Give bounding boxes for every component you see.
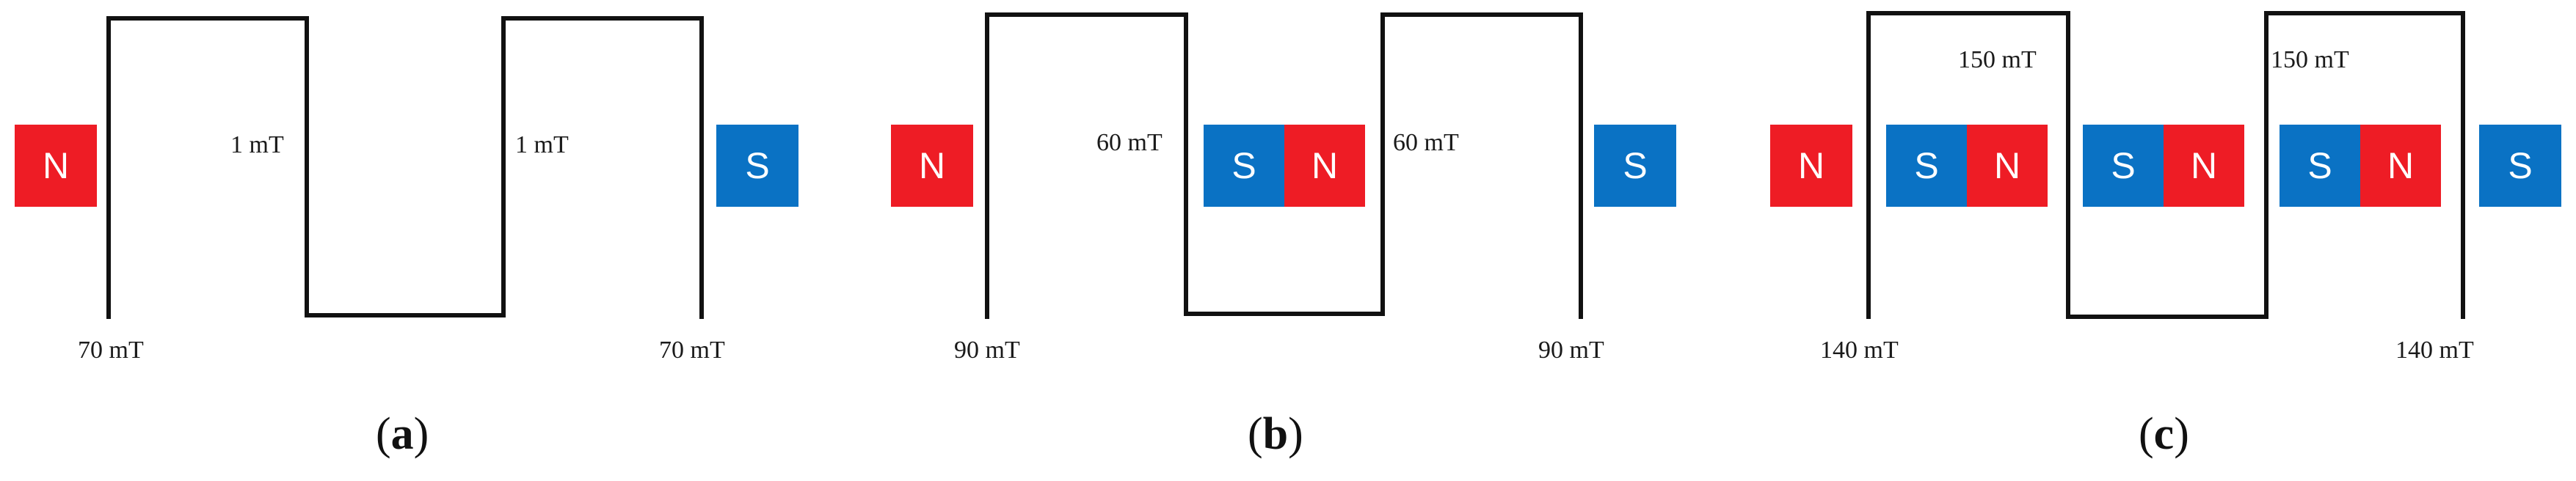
panel-b-magnet-pair-center: S N [1204, 125, 1365, 207]
panel-c-magnet-south-right-label: S [2508, 145, 2532, 186]
panel-c-magnet-south-right-block [2479, 125, 2561, 207]
panel-b-magnet-pair-south-label: S [1231, 145, 1256, 186]
panel-c: 140 mT 140 mT 150 mT 150 mT N S N S N S … [1770, 11, 2561, 459]
panel-a-caption-letter: a [391, 409, 414, 459]
panel-c-end-field-left: 140 mT [1820, 337, 1899, 364]
panel-c-magnet-pair-1-north-block [1967, 125, 2048, 207]
panel-c-magnet-pair-1-south-label: S [1914, 145, 1938, 186]
panel-c-magnet-pair-2-north-block [2164, 125, 2244, 207]
panel-b-wire-path [985, 12, 1583, 319]
panel-a-wire-path [106, 16, 704, 319]
panel-c-magnet-pair-2: S N [2083, 125, 2244, 207]
panel-c-magnet-pair-1-north-label: N [1994, 145, 2020, 186]
panel-a-magnet-north: N [15, 125, 97, 207]
panel-a-caption: (a) [376, 409, 429, 459]
panel-a-mid-field-1: 1 mT [230, 131, 284, 158]
panel-c-magnet-pair-3-north-label: N [2387, 145, 2414, 186]
panel-b-magnet-pair-south-block [1204, 125, 1284, 207]
panel-c-mid-field-2: 150 mT [2271, 46, 2349, 73]
panel-b-end-field-right: 90 mT [1538, 337, 1604, 364]
panel-b-magnet-north-left: N [891, 125, 973, 207]
panel-b-magnet-south-right-label: S [1623, 145, 1647, 186]
panel-c-caption: (c) [2139, 409, 2189, 459]
panel-a: 70 mT 70 mT 1 mT 1 mT N S (a) [15, 16, 798, 459]
panel-a-end-field-right: 70 mT [659, 337, 725, 364]
panel-c-magnet-pair-3: S N [2280, 125, 2441, 207]
panel-b-mid-field-1: 60 mT [1096, 129, 1163, 156]
panel-b-magnet-pair-north-block [1284, 125, 1365, 207]
panel-c-magnet-north-left-label: N [1798, 145, 1824, 186]
panel-b-magnet-south-right: S [1594, 125, 1676, 207]
panel-a-magnet-south-label: S [745, 145, 769, 186]
panel-b-magnet-south-right-block [1594, 125, 1676, 207]
panel-b-magnet-north-left-block [891, 125, 973, 207]
panel-c-magnet-pair-2-north-label: N [2191, 145, 2217, 186]
panel-a-magnet-north-block [15, 125, 97, 207]
panel-b: 90 mT 90 mT 60 mT 60 mT N S N S (b) [891, 12, 1676, 459]
panel-b-caption-letter: b [1263, 409, 1288, 459]
panel-b-magnet-pair-north-label: N [1311, 145, 1338, 186]
panel-a-magnet-north-label: N [43, 145, 69, 186]
panel-a-end-field-left: 70 mT [78, 337, 144, 364]
panel-b-end-field-left: 90 mT [954, 337, 1020, 364]
panel-c-end-field-right: 140 mT [2395, 337, 2474, 364]
panel-c-caption-letter: c [2154, 409, 2175, 459]
panel-a-mid-field-2: 1 mT [515, 131, 569, 158]
panel-c-wire-path [1866, 11, 2465, 319]
panel-c-magnet-north-left-block [1770, 125, 1852, 207]
panel-c-magnet-pair-2-south-label: S [2111, 145, 2135, 186]
panel-c-magnet-pair-1: S N [1886, 125, 2048, 207]
panel-b-caption: (b) [1248, 409, 1303, 459]
panel-c-magnet-pair-3-south-label: S [2307, 145, 2332, 186]
panel-c-magnet-north-left: N [1770, 125, 1852, 207]
panel-b-mid-field-2: 60 mT [1393, 129, 1459, 156]
panel-c-magnet-pair-2-south-block [2083, 125, 2164, 207]
panel-c-magnet-pair-3-south-block [2280, 125, 2360, 207]
panel-a-magnet-south-block [716, 125, 798, 207]
panel-b-magnet-north-left-label: N [919, 145, 945, 186]
panel-c-magnet-pair-3-north-block [2360, 125, 2441, 207]
panel-c-magnet-south-right: S [2479, 125, 2561, 207]
panel-a-magnet-south: S [716, 125, 798, 207]
panel-c-mid-field-1: 150 mT [1958, 46, 2037, 73]
panel-c-magnet-pair-1-south-block [1886, 125, 1967, 207]
